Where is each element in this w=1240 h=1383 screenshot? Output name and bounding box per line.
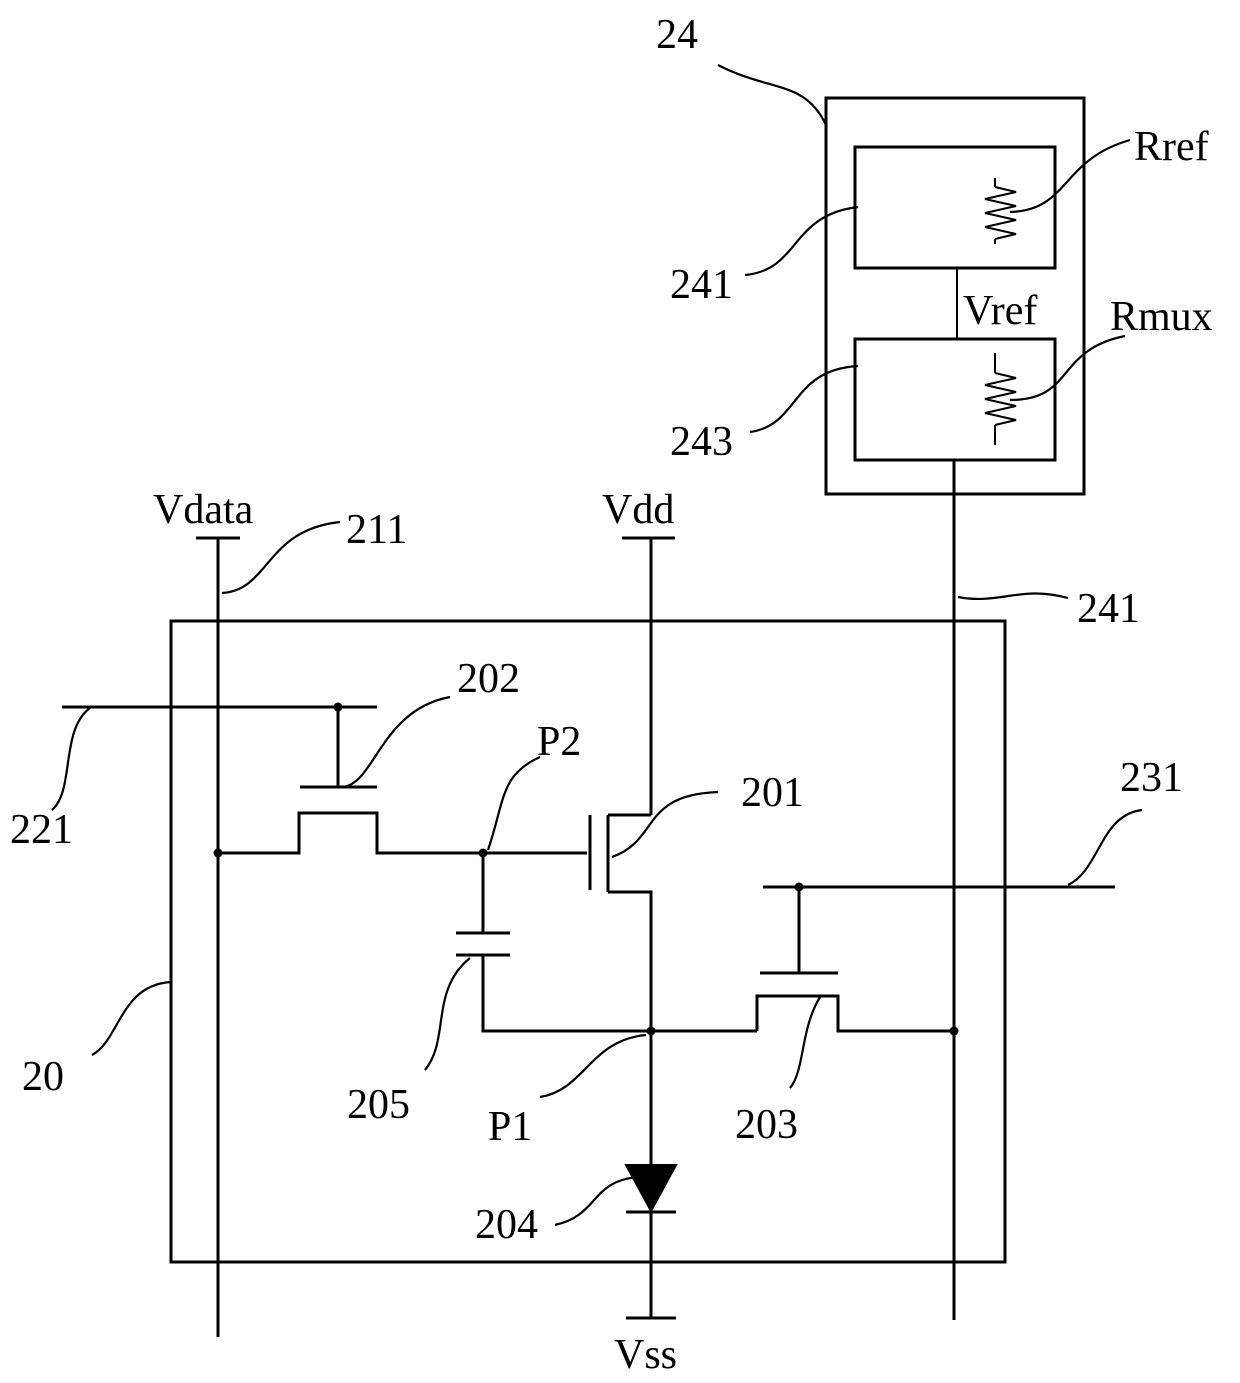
leader-24 [718, 65, 826, 125]
label-vss: Vss [614, 1332, 677, 1378]
label-24: 24 [656, 12, 698, 58]
label-p2: P2 [537, 719, 581, 765]
junction-dot-p1 [647, 1027, 656, 1036]
tft-201-source [608, 892, 651, 1165]
leader-241-right [958, 593, 1068, 598]
tft-202-channel [218, 813, 483, 853]
leader-221 [52, 708, 90, 810]
block-241-box [855, 147, 1055, 268]
label-221: 221 [10, 807, 73, 853]
junction-dot-vdata [214, 849, 223, 858]
leader-205 [425, 958, 470, 1070]
pixel-circuit-box-20 [171, 621, 1005, 1262]
junction-dot-202-gate [334, 703, 343, 712]
leader-p2 [488, 757, 540, 850]
leader-203 [790, 997, 820, 1088]
leader-rref [1010, 140, 1130, 212]
label-243: 243 [670, 419, 733, 465]
label-rref: Rref [1134, 124, 1209, 170]
label-202: 202 [457, 656, 520, 702]
label-vdd: Vdd [602, 487, 674, 533]
label-vref: Vref [963, 288, 1037, 334]
label-205: 205 [347, 1082, 410, 1128]
junction-dot-sense [950, 1027, 959, 1036]
leader-p1 [540, 1035, 646, 1097]
label-20: 20 [22, 1054, 64, 1100]
label-rmux: Rmux [1110, 294, 1213, 340]
label-241-top: 241 [670, 262, 733, 308]
leader-241-top [745, 207, 858, 275]
leader-204 [555, 1177, 640, 1225]
leader-243 [750, 366, 858, 432]
junction-dot-p2 [479, 849, 488, 858]
label-p1: P1 [488, 1104, 532, 1150]
cap-205-bottom-wire [483, 955, 757, 1031]
label-201: 201 [741, 770, 804, 816]
label-vdata: Vdata [153, 487, 254, 533]
leader-20 [92, 982, 171, 1055]
leader-202 [342, 697, 450, 787]
leader-rmux [1010, 336, 1125, 400]
module-24-box [826, 98, 1084, 494]
tft-203-channel [757, 996, 954, 1031]
label-241-right: 241 [1077, 586, 1140, 632]
label-231: 231 [1120, 755, 1183, 801]
label-211: 211 [346, 507, 407, 553]
leader-201 [612, 792, 718, 857]
label-203: 203 [735, 1102, 798, 1148]
leader-231 [1068, 810, 1142, 885]
label-204: 204 [475, 1202, 538, 1248]
led-204-icon[interactable] [626, 1165, 676, 1211]
junction-dot-203-gate [795, 883, 804, 892]
